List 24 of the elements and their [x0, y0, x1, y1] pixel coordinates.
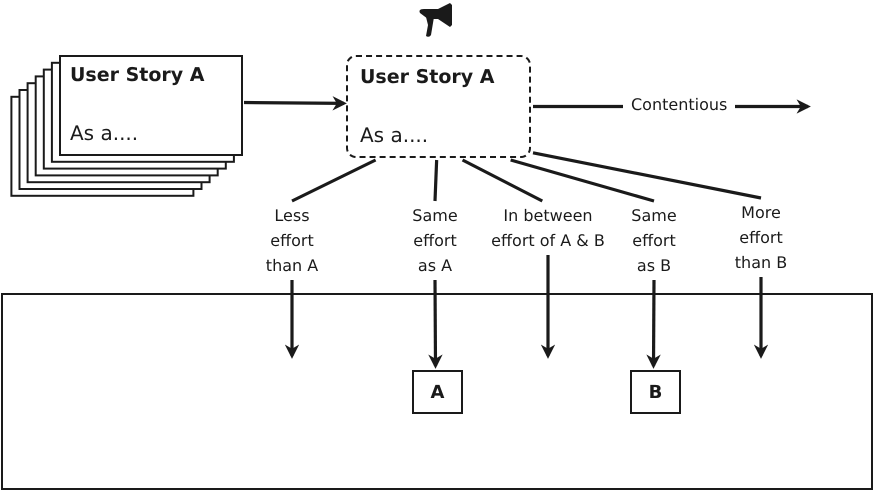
effort-label: More effort than B [734, 202, 788, 274]
card-title: User Story A [70, 64, 205, 86]
arrow [244, 96, 347, 110]
arrow [646, 280, 661, 369]
connector-line [433, 160, 438, 202]
arrow [428, 280, 443, 369]
card-text: As a.... [360, 123, 428, 147]
card-text: As a.... [70, 121, 138, 145]
connector-line [462, 158, 544, 202]
effort-label: Less effort than A [264, 205, 320, 277]
connector-line [532, 151, 762, 200]
effort-label: Same effort as B [630, 205, 678, 277]
board-area [1, 293, 873, 490]
connector-line [291, 158, 376, 202]
effort-label: Same effort as A [411, 205, 459, 277]
story-card [346, 55, 531, 158]
reference-card: A [412, 370, 463, 414]
reference-card: B [630, 370, 681, 414]
card-title: User Story A [360, 66, 495, 88]
connector-line [510, 158, 654, 203]
arrow [540, 255, 556, 359]
arrow [284, 280, 300, 359]
effort-label: In between effort of A & B [491, 205, 605, 252]
arrow [754, 277, 768, 359]
